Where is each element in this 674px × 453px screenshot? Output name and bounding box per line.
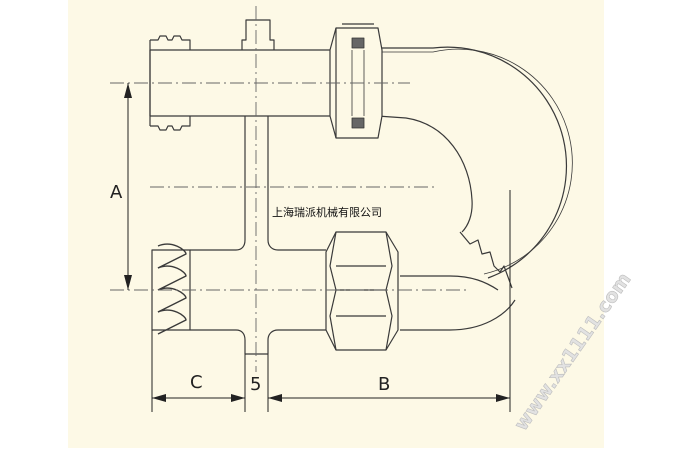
body-lower-right bbox=[267, 329, 326, 354]
bend-inner-wall bbox=[377, 115, 473, 233]
dimension-arrows bbox=[124, 83, 510, 402]
bend-lower-leg-top bbox=[400, 275, 499, 291]
body-lower-left bbox=[190, 329, 246, 354]
dimension-label-a: A bbox=[110, 182, 123, 203]
dimension-label-gap: 5 bbox=[250, 374, 261, 395]
thread-coil bbox=[157, 243, 187, 335]
hex-nut bbox=[325, 231, 399, 351]
body-left-wall bbox=[190, 116, 246, 251]
bend-outer-wall-inner-line bbox=[374, 48, 573, 275]
top-ferrule-crest bbox=[150, 35, 191, 50]
body-right-wall bbox=[267, 116, 326, 251]
seal-gasket bbox=[351, 37, 365, 129]
dimension-label-b: B bbox=[378, 374, 390, 395]
dimension-label-c: C bbox=[190, 372, 203, 393]
break-line bbox=[459, 231, 513, 289]
bend-lower-leg-bottom bbox=[400, 299, 516, 331]
company-name: 上海瑞派机械有限公司 bbox=[272, 205, 382, 219]
dimension-lines bbox=[127, 83, 511, 412]
top-ferrule-crest-lower bbox=[150, 116, 191, 131]
vent-boss-top bbox=[241, 19, 275, 50]
center-lines bbox=[110, 6, 470, 372]
